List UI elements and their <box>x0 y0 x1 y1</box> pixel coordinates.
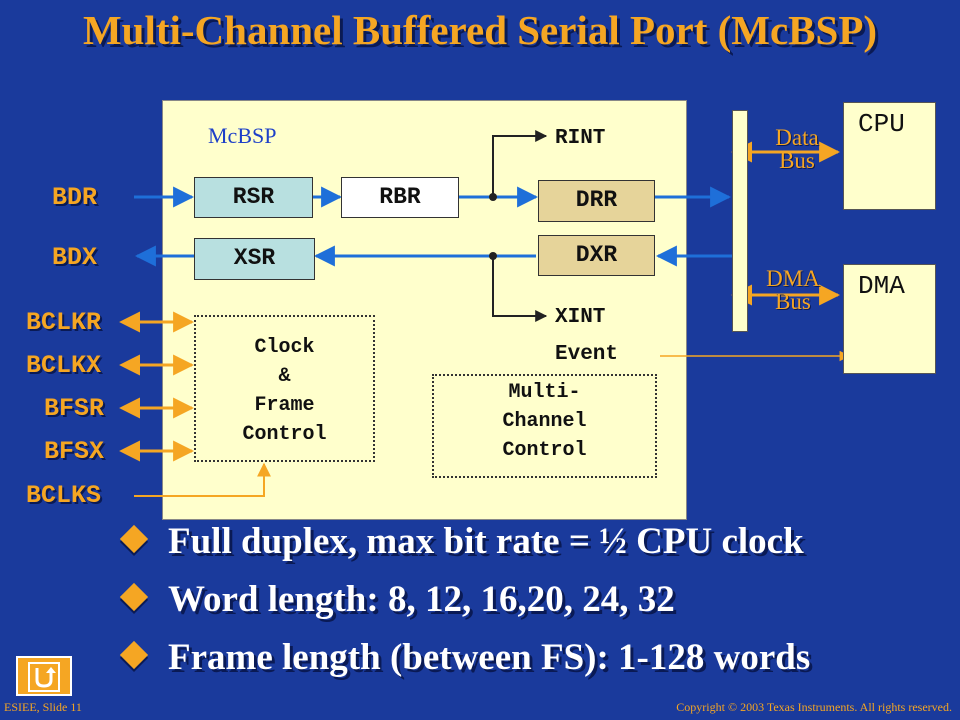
xint-line <box>492 256 548 322</box>
clock-control-line-1: Clock <box>254 336 315 359</box>
clock-control-line-2: & <box>278 365 291 388</box>
rint-line <box>492 130 548 197</box>
clock-frame-control-box: Clock & Frame Control <box>194 315 375 462</box>
dxr-register: DXR <box>538 235 655 276</box>
pin-bdr: BDR <box>52 183 98 212</box>
data-bus-label: Data Bus <box>762 126 832 172</box>
bullet-text: Frame length (between FS): 1-128 words <box>168 637 811 678</box>
rsr-register: RSR <box>194 177 313 218</box>
drr-register: DRR <box>538 180 655 222</box>
bullet-text: Word length: 8, 12, 16,20, 24, 32 <box>168 579 675 620</box>
event-signal: Event <box>555 343 619 366</box>
pin-bdx: BDX <box>52 243 98 272</box>
bullet-list: Full duplex, max bit rate = ½ CPU clock … <box>118 520 810 694</box>
home-return-inner <box>28 662 60 692</box>
bullet-item: Frame length (between FS): 1-128 words <box>118 636 810 694</box>
dma-block: DMA <box>843 264 936 374</box>
pin-bclkr: BCLKR <box>26 308 102 337</box>
slide-title: Multi-Channel Buffered Serial Port (McBS… <box>82 7 878 53</box>
xsr-register: XSR <box>194 238 315 280</box>
multi-channel-line-2: Channel <box>502 410 587 433</box>
home-return-icon[interactable] <box>16 656 72 696</box>
bullet-text: Full duplex, max bit rate = ½ CPU clock <box>168 521 804 562</box>
multi-channel-line-1: Multi- <box>508 381 581 404</box>
dma-bus-label-2: Bus <box>775 289 811 314</box>
diamond-bullet-icon <box>119 524 149 554</box>
pin-bclks: BCLKS <box>26 481 102 510</box>
data-bus-label-2: Bus <box>779 148 815 173</box>
dma-bus-label: DMA Bus <box>758 267 828 313</box>
cpu-block: CPU <box>843 102 936 210</box>
bullet-item: Full duplex, max bit rate = ½ CPU clock <box>118 520 810 578</box>
pin-bfsr: BFSR <box>44 394 105 423</box>
mcbsp-panel <box>162 100 687 520</box>
mcbsp-label: McBSP <box>208 123 277 148</box>
clock-control-line-4: Control <box>242 423 327 446</box>
pin-bclkx: BCLKX <box>26 351 102 380</box>
rbr-register: RBR <box>341 177 459 218</box>
rint-signal: RINT <box>555 127 606 150</box>
multi-channel-control-box: Multi- Channel Control <box>432 374 657 478</box>
diamond-bullet-icon <box>119 640 149 670</box>
pin-bfsx: BFSX <box>44 437 105 466</box>
clock-control-line-3: Frame <box>254 394 315 417</box>
bullet-item: Word length: 8, 12, 16,20, 24, 32 <box>118 578 810 636</box>
system-bus-bar <box>732 110 748 332</box>
dma-bus-label-1: DMA <box>766 266 820 291</box>
xint-signal: XINT <box>555 306 606 329</box>
diamond-bullet-icon <box>119 582 149 612</box>
footer-slide-info: ESIEE, Slide 11 <box>4 700 82 714</box>
footer-copyright: Copyright © 2003 Texas Instruments. All … <box>676 700 952 714</box>
data-bus-label-1: Data <box>775 125 819 150</box>
multi-channel-line-3: Control <box>502 439 587 462</box>
